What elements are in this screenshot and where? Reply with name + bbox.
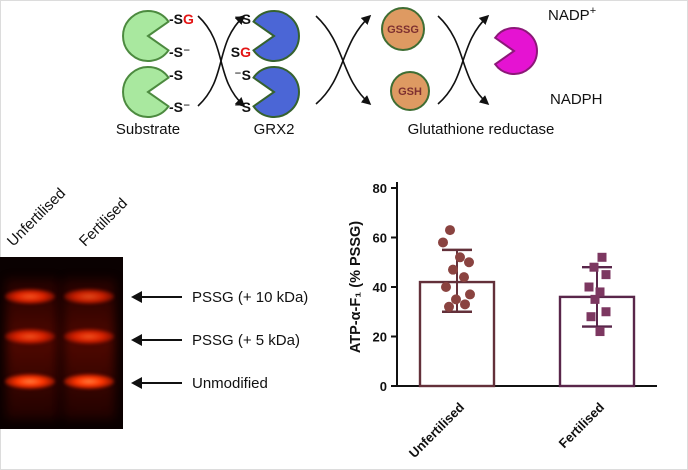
data-point-square (590, 294, 600, 304)
data-point-circle (455, 252, 465, 263)
data-point-circle (465, 289, 475, 300)
data-point-square (586, 312, 596, 322)
gsh-label: GSH (398, 86, 422, 98)
data-point-circle (464, 257, 474, 268)
data-point-circle (444, 301, 454, 312)
nadph-label: NADPH (550, 91, 603, 108)
y-tick-label: 20 (373, 330, 387, 345)
exchange-arrows-substrate-grx2 (197, 14, 246, 108)
y-tick-label: 0 (380, 379, 387, 394)
reductase-caption: Glutathione reductase (408, 121, 555, 138)
x-category-label: Fertilised (556, 399, 608, 451)
gel-band-pssg10-lane1 (5, 289, 55, 304)
left-arrow-icon (131, 333, 182, 348)
nadp-label: NADP+ (548, 5, 596, 24)
left-arrow-icon (131, 290, 182, 305)
data-point-square (584, 282, 594, 292)
substrate-s-label: -S (169, 67, 183, 83)
gel-band-pssg5-lane2 (64, 329, 114, 344)
data-point-square (597, 252, 607, 262)
grx2-thiolate-label: ⁻S (234, 11, 251, 27)
data-point-square (601, 270, 611, 280)
gel-band-unmodified-lane1 (5, 374, 55, 389)
substrate-thiolate-label: -S⁻ (169, 44, 190, 60)
data-point-circle (441, 282, 451, 292)
gel-band-label: PSSG (+ 10 kDa) (192, 288, 309, 306)
grx2-sg-label: SG (231, 44, 251, 60)
gel-annotation-unmodified: Unmodified (130, 374, 268, 392)
data-point-circle (459, 272, 469, 283)
left-arrow-icon (131, 376, 182, 391)
data-point-square (601, 307, 611, 317)
data-point-circle (445, 225, 455, 236)
grx2-oxidized-shape (252, 10, 300, 62)
data-point-circle (438, 237, 448, 248)
grx2-thiolate2-label: ⁻S (234, 67, 251, 83)
y-axis-title: ATP-α-F₁ (% PSSG) (348, 221, 364, 353)
y-tick-label: 40 (373, 280, 387, 295)
grx2-reduced-shape (252, 66, 300, 118)
data-point-square (595, 287, 605, 297)
substrate-thiolate2-label: -S⁻ (169, 99, 190, 115)
gel-band-unmodified-lane2 (64, 374, 114, 389)
gssg-circle (381, 7, 425, 51)
grx2-thiolate3-label: ⁻S (234, 99, 251, 115)
reaction-scheme: -SG -S⁻ -S -S⁻ ⁻S SG ⁻S ⁻S GSSG GSH NADP… (116, 5, 603, 138)
substrate-oxidized-shape (122, 10, 170, 62)
substrate-sg-label: -SG (169, 11, 194, 27)
x-category-label: Unfertilised (406, 399, 467, 460)
gel-band-label: Unmodified (192, 374, 268, 392)
data-point-circle (448, 264, 458, 275)
exchange-arrows-grx2-glutathione (315, 14, 372, 106)
y-tick-label: 60 (373, 231, 387, 246)
gel-annotation-pssg5: PSSG (+ 5 kDa) (130, 331, 300, 349)
gsh-circle (390, 71, 430, 111)
gel-band-label: PSSG (+ 5 kDa) (192, 331, 300, 349)
data-point-circle (460, 299, 470, 310)
gel-band-pssg10-lane2 (64, 289, 114, 304)
y-tick-label: 80 (373, 181, 387, 196)
data-point-square (589, 262, 599, 272)
gel-band-pssg5-lane1 (5, 329, 55, 344)
gel-annotation-pssg10: PSSG (+ 10 kDa) (130, 288, 308, 306)
gel-image (0, 257, 123, 429)
substrate-caption: Substrate (116, 121, 180, 138)
data-point-square (595, 327, 605, 337)
substrate-reduced-shape (122, 66, 170, 118)
exchange-arrows-glutathione-reductase (437, 14, 490, 106)
reductase-shape (493, 27, 538, 75)
gssg-label: GSSG (387, 24, 419, 36)
grx2-caption: GRX2 (254, 121, 295, 138)
data-point-circle (451, 294, 461, 305)
